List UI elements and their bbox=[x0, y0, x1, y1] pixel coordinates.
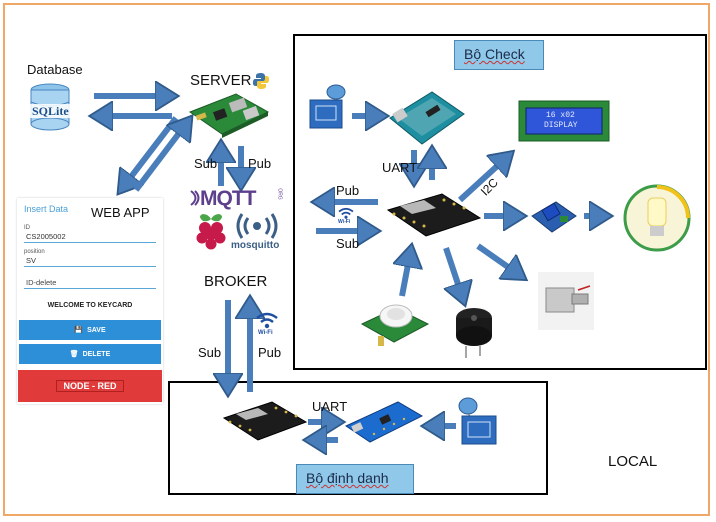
field-position-label: position bbox=[24, 249, 45, 255]
webapp-card: Insert Data WEB APP ID CS2005002 positio… bbox=[17, 198, 163, 404]
lcd-display: 16 x02 DISPLAY bbox=[518, 100, 610, 142]
mqtt-logo: MQTT ORG bbox=[190, 187, 286, 210]
relay-module bbox=[530, 198, 578, 243]
sqlite-text: SQLite bbox=[32, 104, 69, 118]
check-module-box bbox=[293, 34, 707, 370]
check-pub-label: Pub bbox=[336, 183, 360, 198]
field-delete-underline bbox=[24, 288, 156, 289]
arrow-webapp-to-server bbox=[133, 124, 186, 192]
outer-frame bbox=[3, 3, 710, 516]
id-module-box bbox=[168, 381, 548, 495]
rfid-reader-id bbox=[452, 394, 500, 453]
welcome-text: WELCOME TO KEYCARD bbox=[47, 302, 133, 309]
id-module-title: Bộ định danh bbox=[296, 464, 414, 494]
rfid-reader-check bbox=[306, 82, 352, 135]
mosquitto-logo: mosquitto bbox=[231, 210, 282, 254]
wifi-text-broker: Wi-Fi bbox=[258, 330, 273, 336]
check-sub-label: Sub bbox=[336, 236, 360, 251]
check-module-title: Bộ Check bbox=[454, 40, 544, 70]
save-button-label: SAVE bbox=[87, 326, 106, 334]
pir-sensor bbox=[360, 294, 430, 357]
local-label: LOCAL bbox=[608, 453, 658, 470]
check-uart-label: UART bbox=[382, 160, 418, 175]
arrow-esp-to-buzzer bbox=[443, 247, 462, 296]
lamp-icon bbox=[622, 184, 692, 257]
solenoid-lock bbox=[538, 272, 594, 335]
esp8266-check bbox=[384, 190, 484, 251]
broker-pub-label: Pub bbox=[258, 345, 282, 360]
trash-icon: 🗑 bbox=[69, 351, 79, 358]
node-red-label: NODE - RED bbox=[56, 380, 124, 392]
broker-sub-label: Sub bbox=[198, 345, 222, 360]
mqtt-org-text: ORG bbox=[276, 188, 283, 200]
arduino-uno-check bbox=[386, 88, 466, 155]
server-sub-label: Sub bbox=[194, 156, 218, 171]
field-id-input[interactable]: CS2005002 bbox=[26, 232, 66, 241]
webapp-heading: WEB APP bbox=[91, 205, 150, 220]
node-red-banner[interactable]: NODE - RED bbox=[18, 370, 162, 402]
arrow-esp-to-lock bbox=[476, 243, 518, 274]
field-position-underline bbox=[24, 266, 156, 267]
esp8266-id bbox=[222, 398, 308, 453]
sqlite-logo: SQLite bbox=[28, 82, 82, 132]
field-delete-input[interactable]: ID-delete bbox=[26, 278, 57, 287]
field-id-underline bbox=[24, 242, 156, 243]
wifi-icon-check: Wi-Fi bbox=[337, 206, 361, 228]
arrow-esp-to-lcd bbox=[457, 158, 506, 203]
mqtt-text: MQTT bbox=[200, 187, 256, 210]
mosquitto-text: mosquitto bbox=[231, 240, 280, 251]
database-label: Database bbox=[27, 62, 83, 77]
server-label: SERVER bbox=[190, 72, 252, 89]
delete-button[interactable]: 🗑 DELETE bbox=[19, 344, 161, 364]
delete-button-label: DELETE bbox=[82, 350, 111, 358]
check-module-title-text: Bộ Check bbox=[464, 46, 525, 62]
broker-label: BROKER bbox=[204, 273, 268, 290]
save-icon: 💾 bbox=[74, 327, 84, 334]
field-position-input[interactable]: SV bbox=[26, 256, 37, 265]
id-module-title-text: Bộ định danh bbox=[306, 470, 389, 486]
python-icon bbox=[252, 72, 270, 95]
buzzer bbox=[452, 302, 498, 363]
arduino-nano-id bbox=[344, 398, 424, 453]
field-id-label: ID bbox=[24, 225, 30, 231]
lcd-line-1: 16 x02 bbox=[546, 111, 575, 120]
webapp-title: Insert Data bbox=[24, 204, 69, 214]
raspberry-logo bbox=[194, 212, 228, 255]
arrow-pir-to-esp bbox=[402, 254, 410, 297]
wifi-icon-broker: Wi-Fi bbox=[255, 310, 279, 340]
id-uart-label: UART bbox=[312, 399, 348, 414]
save-button[interactable]: 💾 SAVE bbox=[19, 320, 161, 340]
lcd-line-2: DISPLAY bbox=[544, 121, 578, 130]
wifi-text-check: Wi-Fi bbox=[338, 219, 351, 225]
server-pub-label: Pub bbox=[248, 156, 272, 171]
raspberry-pi-board bbox=[186, 90, 270, 147]
